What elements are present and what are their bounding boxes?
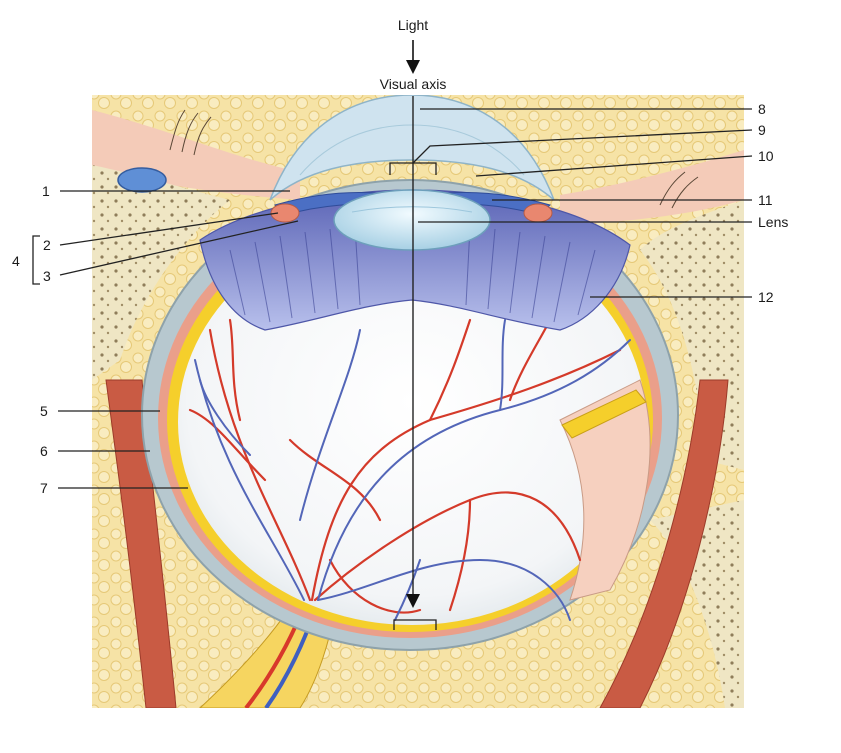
leader-9 bbox=[412, 129, 753, 164]
light-arrow-head bbox=[406, 60, 420, 74]
eye-illustration bbox=[92, 95, 744, 708]
visual-axis-arrowhead bbox=[406, 594, 420, 608]
leader-10 bbox=[475, 155, 753, 177]
leader-2 bbox=[59, 212, 279, 246]
visual-axis-label: Visual axis bbox=[380, 76, 447, 92]
leader-3 bbox=[59, 220, 299, 276]
label-10: 10 bbox=[758, 148, 774, 164]
label-1: 1 bbox=[42, 183, 50, 199]
label-9: 9 bbox=[758, 122, 766, 138]
label-11: 11 bbox=[758, 192, 773, 208]
label-lens: Lens bbox=[758, 214, 788, 230]
label-8: 8 bbox=[758, 101, 766, 117]
label-4: 4 bbox=[12, 253, 20, 269]
label-3: 3 bbox=[43, 268, 51, 284]
bracket-4 bbox=[32, 235, 40, 285]
label-5: 5 bbox=[40, 403, 48, 419]
label-6: 6 bbox=[40, 443, 48, 459]
light-label: Light bbox=[398, 17, 428, 33]
label-7: 7 bbox=[40, 480, 48, 496]
label-12: 12 bbox=[758, 289, 774, 305]
label-2: 2 bbox=[43, 237, 51, 253]
